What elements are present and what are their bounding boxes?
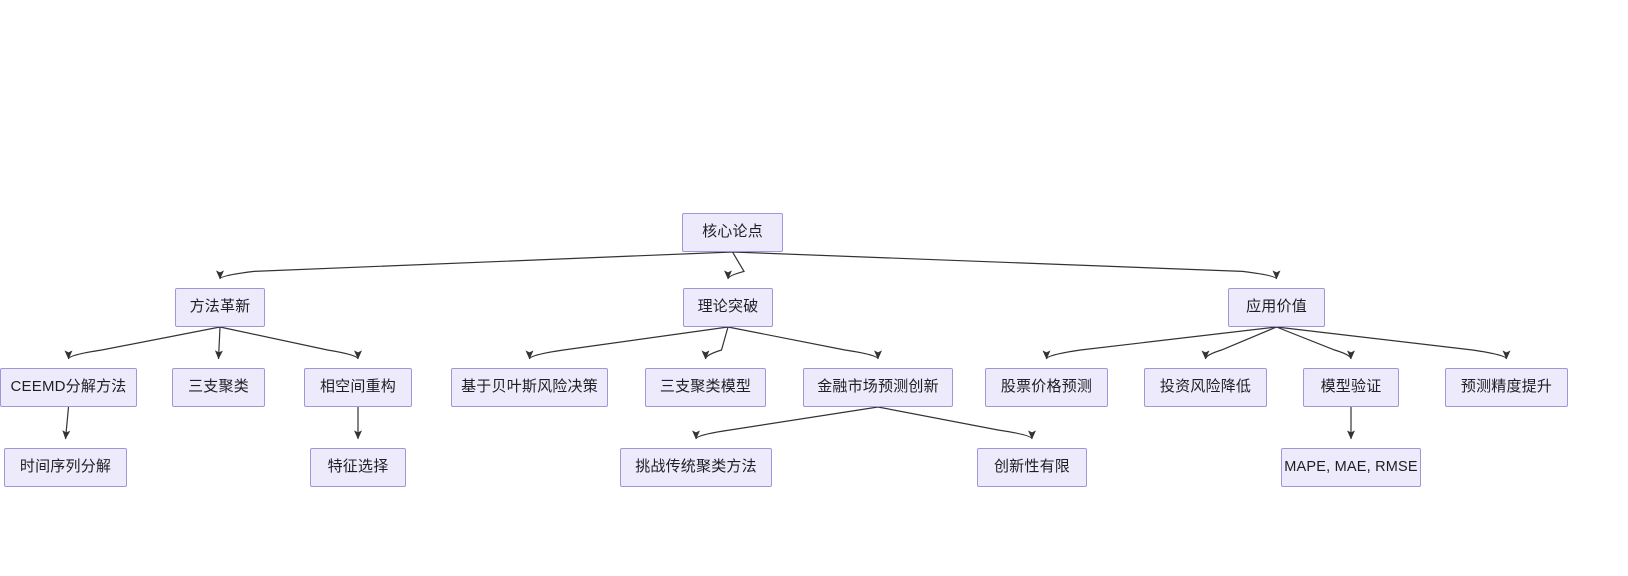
flow-node[interactable]: 股票价格预测 <box>985 368 1108 407</box>
flow-node[interactable]: 创新性有限 <box>977 448 1087 487</box>
flow-node[interactable]: 三支聚类模型 <box>645 368 766 407</box>
flow-node[interactable]: 三支聚类 <box>172 368 265 407</box>
flow-node[interactable]: 相空间重构 <box>304 368 412 407</box>
flow-node[interactable]: 预测精度提升 <box>1445 368 1568 407</box>
flow-edge <box>62 406 71 440</box>
flow-node-label: 模型验证 <box>1320 378 1382 396</box>
flow-edge <box>1201 326 1277 360</box>
flow-edge <box>219 326 362 360</box>
flow-edge <box>727 326 882 360</box>
flow-node-label: 时间序列分解 <box>19 458 112 476</box>
flow-node-label: 金融市场预测创新 <box>817 378 939 396</box>
flow-node-label: 相空间重构 <box>319 378 396 396</box>
flow-node-label: 理论突破 <box>697 298 759 316</box>
flow-node[interactable]: 金融市场预测创新 <box>803 368 953 407</box>
flow-node[interactable]: 特征选择 <box>310 448 406 487</box>
flow-node[interactable]: 基于贝叶斯风险决策 <box>451 368 608 407</box>
flow-edge <box>214 326 223 360</box>
flow-node-label: 方法革新 <box>189 298 251 316</box>
flow-node-label: 股票价格预测 <box>1000 378 1093 396</box>
flow-edge <box>724 251 745 280</box>
edge-paths <box>62 251 1511 440</box>
flow-node[interactable]: 挑战传统聚类方法 <box>620 448 772 487</box>
flow-node[interactable]: 投资风险降低 <box>1144 368 1267 407</box>
flow-node-label: 应用价值 <box>1246 298 1307 316</box>
flow-node[interactable]: 时间序列分解 <box>4 448 127 487</box>
flow-edge <box>1276 326 1511 360</box>
flow-node[interactable]: 应用价值 <box>1228 288 1325 327</box>
flow-node-label: CEEMD分解方法 <box>10 378 127 396</box>
flow-node-label: 基于贝叶斯风险决策 <box>461 378 598 396</box>
flow-node-label: 核心论点 <box>702 223 763 241</box>
flow-edge <box>877 406 1036 440</box>
flow-node[interactable]: MAPE, MAE, RMSE <box>1281 448 1421 487</box>
flow-node-label: 投资风险降低 <box>1159 378 1252 396</box>
flow-node-label: 挑战传统聚类方法 <box>635 458 757 476</box>
flow-node[interactable]: CEEMD分解方法 <box>0 368 137 407</box>
flow-node-label: 预测精度提升 <box>1460 378 1553 396</box>
flow-edge <box>732 251 1281 280</box>
flow-node-label: 创新性有限 <box>993 458 1070 476</box>
flow-node[interactable]: 核心论点 <box>682 213 783 252</box>
flow-edge <box>1276 326 1355 360</box>
flow-node[interactable]: 理论突破 <box>683 288 773 327</box>
flow-edge <box>701 326 729 360</box>
flow-node-label: MAPE, MAE, RMSE <box>1284 458 1418 475</box>
flow-edge <box>525 326 729 360</box>
flow-edge <box>1042 326 1277 360</box>
flow-edge <box>692 406 879 440</box>
flow-node-label: 三支聚类 <box>188 378 249 396</box>
flow-node-label: 特征选择 <box>327 458 389 476</box>
flow-edge <box>64 326 221 360</box>
flow-node-label: 三支聚类模型 <box>659 378 752 396</box>
flow-node[interactable]: 方法革新 <box>175 288 265 327</box>
flow-node[interactable]: 模型验证 <box>1303 368 1399 407</box>
flow-edge <box>216 251 733 280</box>
